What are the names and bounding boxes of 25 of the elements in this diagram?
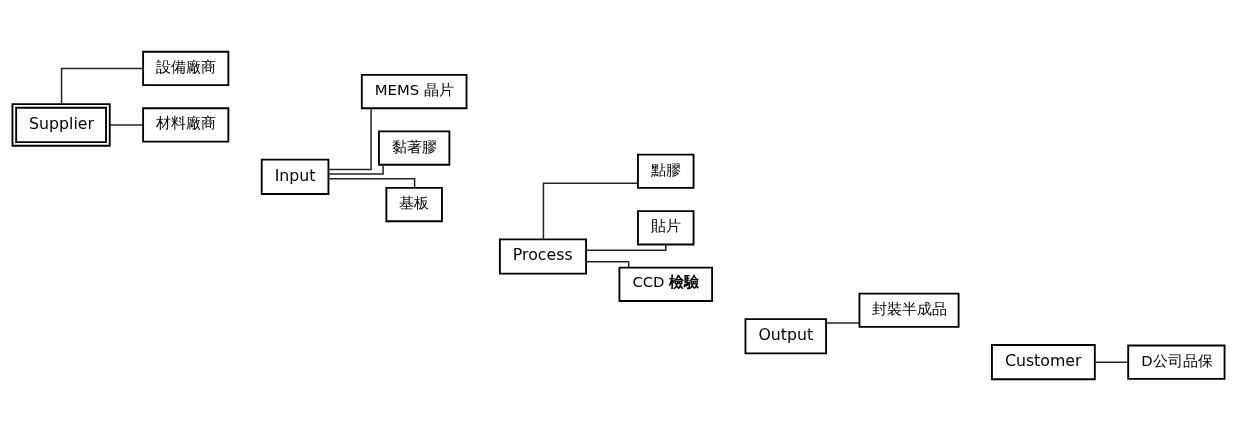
node-box: CCD 檢驗 — [618, 266, 714, 302]
node-box: 基板 — [385, 186, 443, 222]
node-box: 材料廠商 — [142, 106, 230, 143]
node-box: 貼片 — [637, 209, 695, 245]
connector — [542, 182, 639, 240]
connector — [327, 163, 384, 175]
node-box: Customer — [991, 343, 1096, 380]
node-box: D公司品保 — [1127, 344, 1226, 380]
node-box: Supplier — [11, 102, 111, 147]
connector — [109, 123, 144, 126]
connector — [1094, 360, 1129, 363]
node-box: 封裝半成品 — [858, 292, 960, 328]
node-box: 點膠 — [637, 153, 695, 189]
node-box: 設備廠商 — [142, 50, 230, 86]
connector — [327, 107, 372, 170]
node-box: Process — [498, 237, 587, 275]
node-box: Output — [744, 317, 827, 354]
connector — [825, 321, 860, 324]
connector — [327, 177, 416, 188]
connector — [60, 67, 144, 105]
connector — [585, 260, 630, 268]
connector — [585, 243, 667, 251]
node-box: MEMS 晶片 — [360, 73, 468, 109]
node-box: 黏著膠 — [378, 129, 451, 166]
node-box: Input — [260, 158, 330, 195]
